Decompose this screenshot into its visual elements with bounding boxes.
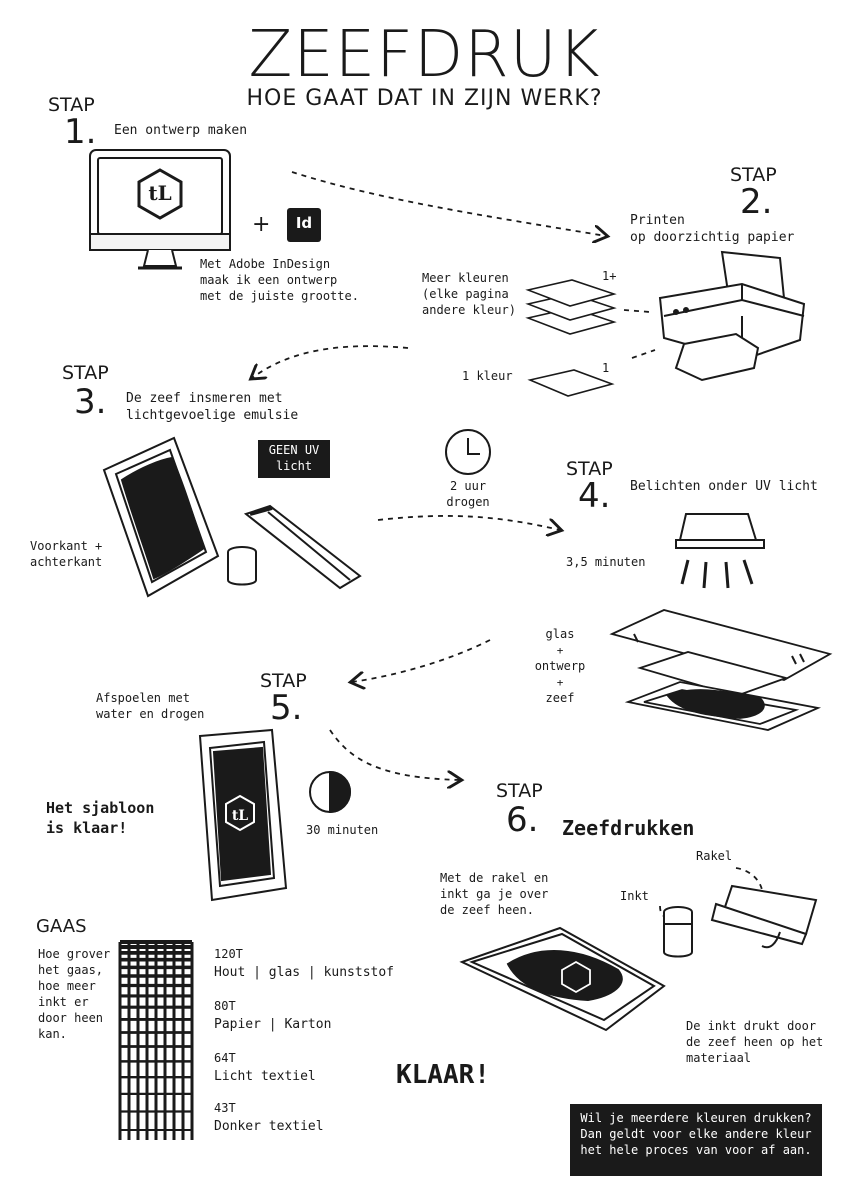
mesh-use: Papier | Karton: [214, 1017, 332, 1032]
done-text: KLAAR!: [396, 1060, 490, 1090]
step5-heading: Afspoelen met water en drogen: [96, 691, 205, 721]
emulsion-trough-icon: [243, 504, 362, 590]
step4-heading: Belichten onder UV licht: [630, 479, 818, 494]
layer-plus-1: +: [556, 644, 564, 657]
arrow-step1-to-step2: [291, 171, 606, 236]
page-subtitle: HOE GAAT DAT IN ZIJN WERK?: [246, 86, 603, 111]
mesh-code: 80T: [214, 999, 236, 1013]
indesign-label: Id: [295, 214, 313, 232]
step3-stap-label: STAP: [62, 362, 109, 384]
mesh-code: 64T: [214, 1051, 236, 1065]
step3-heading: De zeef insmeren met lichtgevoelige emul…: [126, 391, 299, 423]
no-uv-warning: GEEN UV licht: [258, 440, 330, 478]
mesh-code: 43T: [214, 1101, 236, 1115]
step2-multi-count: 1+: [602, 269, 617, 283]
drying-time: 2 uur drogen: [446, 479, 490, 509]
ink-jar-icon: [663, 906, 693, 958]
printer-icon: [658, 250, 806, 382]
ink-label: Inkt: [620, 889, 649, 903]
mesh-use: Donker textiel: [214, 1119, 324, 1134]
step2-heading: Printen op doorzichtig papier: [630, 213, 795, 245]
arrow-step2-to-step3: [252, 345, 409, 378]
layer-plus-2: +: [556, 676, 564, 689]
step2-single-label: 1 kleur: [462, 369, 513, 383]
step2-stap-label: STAP: [730, 164, 777, 186]
single-paper-icon: [527, 369, 615, 397]
multi-color-note: Wil je meerdere kleuren drukken? Dan gel…: [570, 1104, 822, 1176]
step1-stap-label: STAP: [48, 94, 95, 116]
step2-number: 2.: [740, 182, 773, 222]
squeegee-icon: [710, 884, 818, 949]
step6-stap-label: STAP: [496, 780, 543, 802]
finished-screen-icon: tL: [198, 728, 288, 902]
step2-single-count: 1: [602, 361, 610, 375]
squeegee-label: Rakel: [696, 849, 733, 863]
step4-number: 4.: [578, 476, 611, 516]
step5-number: 5.: [270, 688, 303, 728]
plus-sign: +: [252, 212, 271, 237]
layer-zeef-label: zeef: [545, 691, 575, 705]
half-moon-timer-icon: [309, 770, 351, 814]
step1-number: 1.: [64, 112, 97, 152]
step4-stap-label: STAP: [566, 458, 613, 480]
page-title: ZEEFDRUK: [248, 18, 601, 92]
mesh-use: Hout | glas | kunststof: [214, 965, 395, 980]
step6-instruction: Met de rakel en inkt ga je over de zeef …: [440, 871, 549, 917]
emulsion-jar-icon: [227, 546, 257, 586]
layer-glas-label: glas: [545, 627, 575, 641]
printing-screen-icon: [459, 926, 666, 1032]
step6-heading: Zeefdrukken: [562, 816, 695, 840]
monitor-icon: tL: [89, 149, 231, 270]
step6-result: De inkt drukt door de zeef heen op het m…: [686, 1019, 824, 1065]
exposure-time: 3,5 minuten: [566, 555, 646, 569]
clock-icon: [445, 429, 491, 475]
mesh-gradient-icon: [118, 940, 194, 1140]
arrow-step4-to-step5: [352, 639, 491, 682]
gaas-intro: Hoe grover het gaas, hoe meer inkt er do…: [38, 947, 111, 1041]
mesh-code: 120T: [214, 947, 243, 961]
coated-screen-icon: [102, 436, 220, 598]
step3-side-note: Voorkant + achterkant: [30, 539, 103, 569]
uv-lamp-icon: [675, 513, 765, 589]
paper-stack-icon: [525, 279, 617, 335]
stencil-ready-text: Het sjabloon is klaar!: [46, 799, 155, 837]
step1-note: Met Adobe InDesign maak ik een ontwerp m…: [200, 257, 359, 303]
step2-multi-label: Meer kleuren (elke pagina andere kleur): [422, 271, 516, 317]
mesh-use: Licht textiel: [214, 1069, 316, 1084]
arrow-step3-to-step4: [377, 515, 560, 530]
svg-text:tL: tL: [148, 181, 171, 205]
arrow-step5-to-step6: [329, 729, 460, 780]
step6-number: 6.: [506, 800, 539, 840]
layer-ontwerp-label: ontwerp: [534, 659, 586, 673]
indesign-icon: [287, 208, 321, 242]
rinse-time: 30 minuten: [306, 823, 379, 837]
step1-heading: Een ontwerp maken: [114, 123, 248, 138]
step3-number: 3.: [74, 382, 107, 422]
step5-stap-label: STAP: [260, 670, 307, 692]
gaas-title: GAAS: [36, 916, 87, 937]
exposure-layers-icon: [609, 609, 833, 731]
svg-text:tL: tL: [232, 808, 248, 824]
